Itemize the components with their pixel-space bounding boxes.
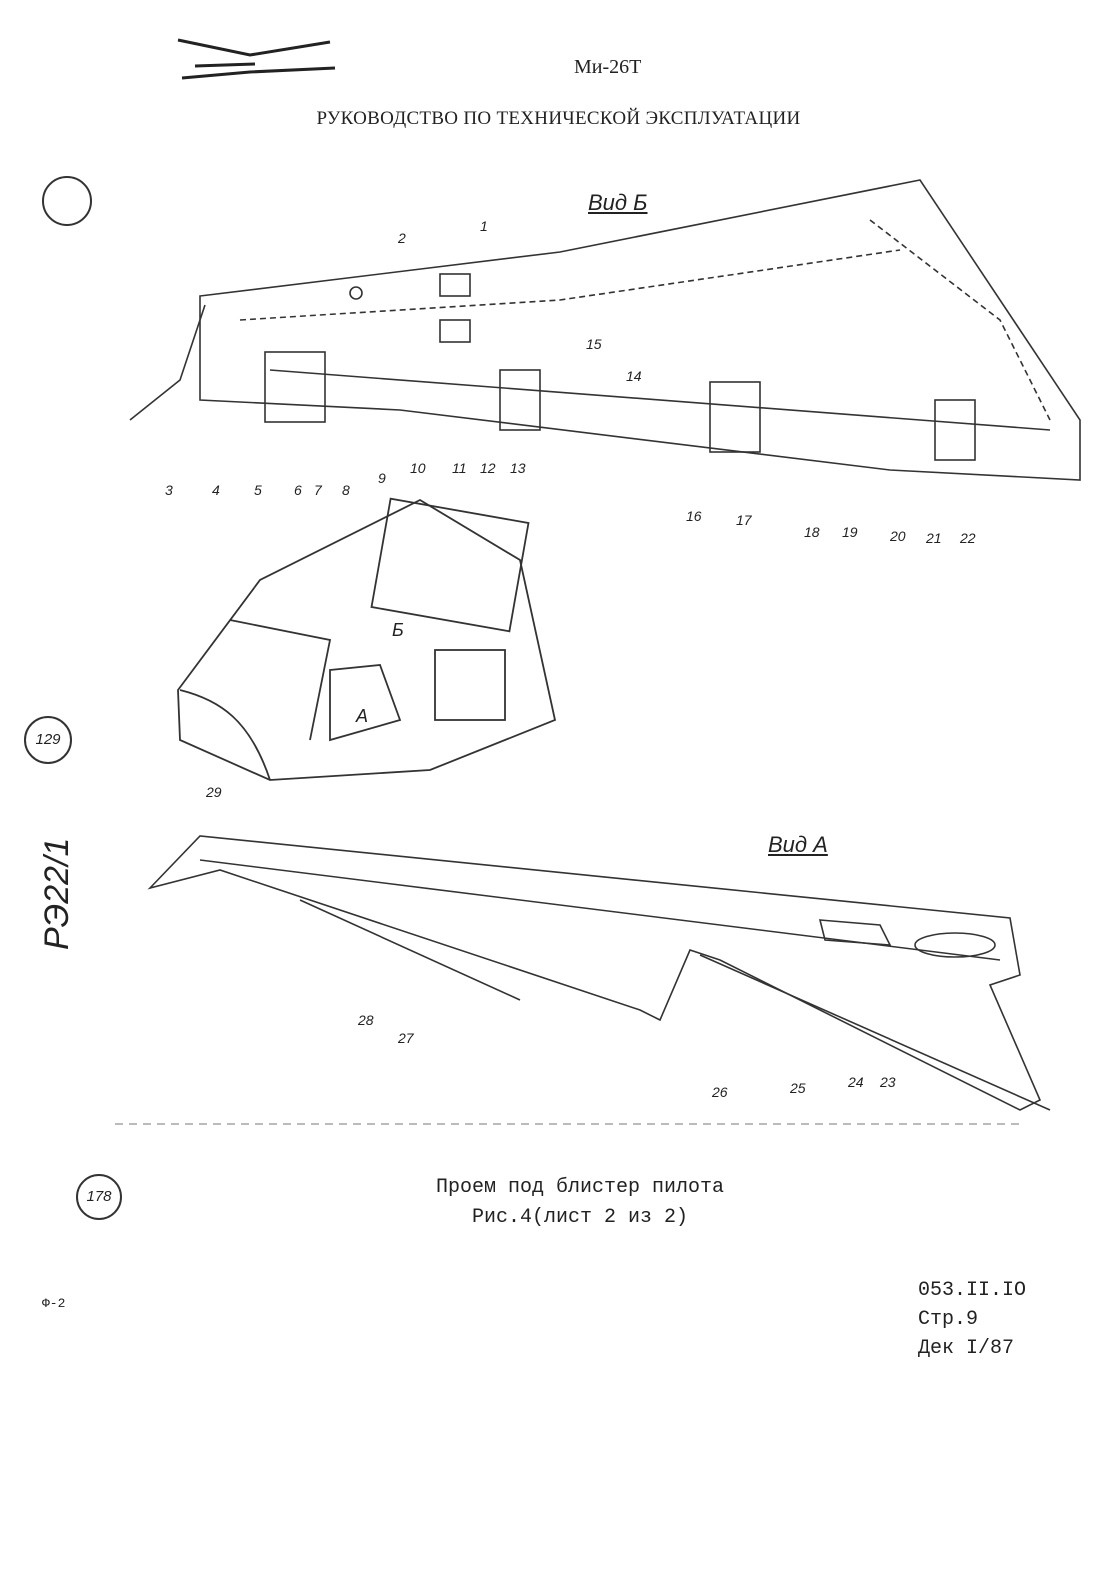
marker-b: Б — [392, 620, 404, 640]
callout-25: 25 — [790, 1080, 806, 1096]
callout-2: 2 — [398, 230, 406, 246]
marker-a: А — [356, 706, 369, 726]
callout-10: 10 — [410, 460, 426, 476]
callout-21: 21 — [926, 530, 942, 546]
document-info: 053.II.IO Стр.9 Дек I/87 — [918, 1276, 1026, 1363]
side-note: РЭ22/1 — [38, 837, 76, 950]
figure-caption-number: Рис.4(лист 2 из 2) — [471, 1206, 689, 1229]
helicopter-logo — [177, 38, 336, 80]
callout-20: 20 — [890, 528, 906, 544]
page-number: Стр.9 — [918, 1308, 979, 1331]
view-a-label: Вид А — [768, 832, 828, 857]
callout-19: 19 — [842, 524, 858, 540]
cockpit-overview — [177, 497, 557, 781]
page-stamp-mid: 129 — [24, 716, 72, 764]
figure-caption-title: Проем под блистер пилота — [435, 1176, 725, 1199]
callout-8: 8 — [342, 482, 350, 498]
revision-date: Дек I/87 — [918, 1337, 1015, 1360]
callout-7: 7 — [314, 482, 322, 498]
document-code: 053.II.IO — [918, 1279, 1027, 1302]
callout-1: 1 — [480, 218, 488, 234]
callout-14: 14 — [626, 368, 642, 384]
callout-28: 28 — [358, 1012, 374, 1028]
callout-24: 24 — [848, 1074, 864, 1090]
form-mark: Ф-2 — [42, 1296, 66, 1311]
callout-13: 13 — [510, 460, 526, 476]
document-model: Ми-26Т — [574, 56, 642, 78]
callout-22: 22 — [960, 530, 976, 546]
document-title: РУКОВОДСТВО ПО ТЕХНИЧЕСКОЙ ЭКСПЛУАТАЦИИ — [316, 108, 801, 129]
callout-29: 29 — [206, 784, 222, 800]
callout-4: 4 — [212, 482, 220, 498]
callout-15: 15 — [586, 336, 602, 352]
callout-27: 27 — [398, 1030, 414, 1046]
callout-11: 11 — [452, 460, 467, 476]
callout-3: 3 — [165, 482, 173, 498]
callout-6: 6 — [294, 482, 302, 498]
view-b-drawing — [129, 179, 1081, 481]
punch-hole-mark — [42, 176, 92, 226]
callout-17: 17 — [736, 512, 752, 528]
callout-12: 12 — [480, 460, 496, 476]
page-stamp-bottom: 178 — [76, 1174, 122, 1220]
callout-26: 26 — [712, 1084, 728, 1100]
view-b-label: Вид Б — [588, 190, 648, 215]
callout-16: 16 — [686, 508, 702, 524]
callout-5: 5 — [254, 482, 262, 498]
callout-9: 9 — [378, 470, 386, 486]
view-a-drawing — [147, 835, 1051, 1111]
callout-18: 18 — [804, 524, 820, 540]
callout-23: 23 — [880, 1074, 896, 1090]
